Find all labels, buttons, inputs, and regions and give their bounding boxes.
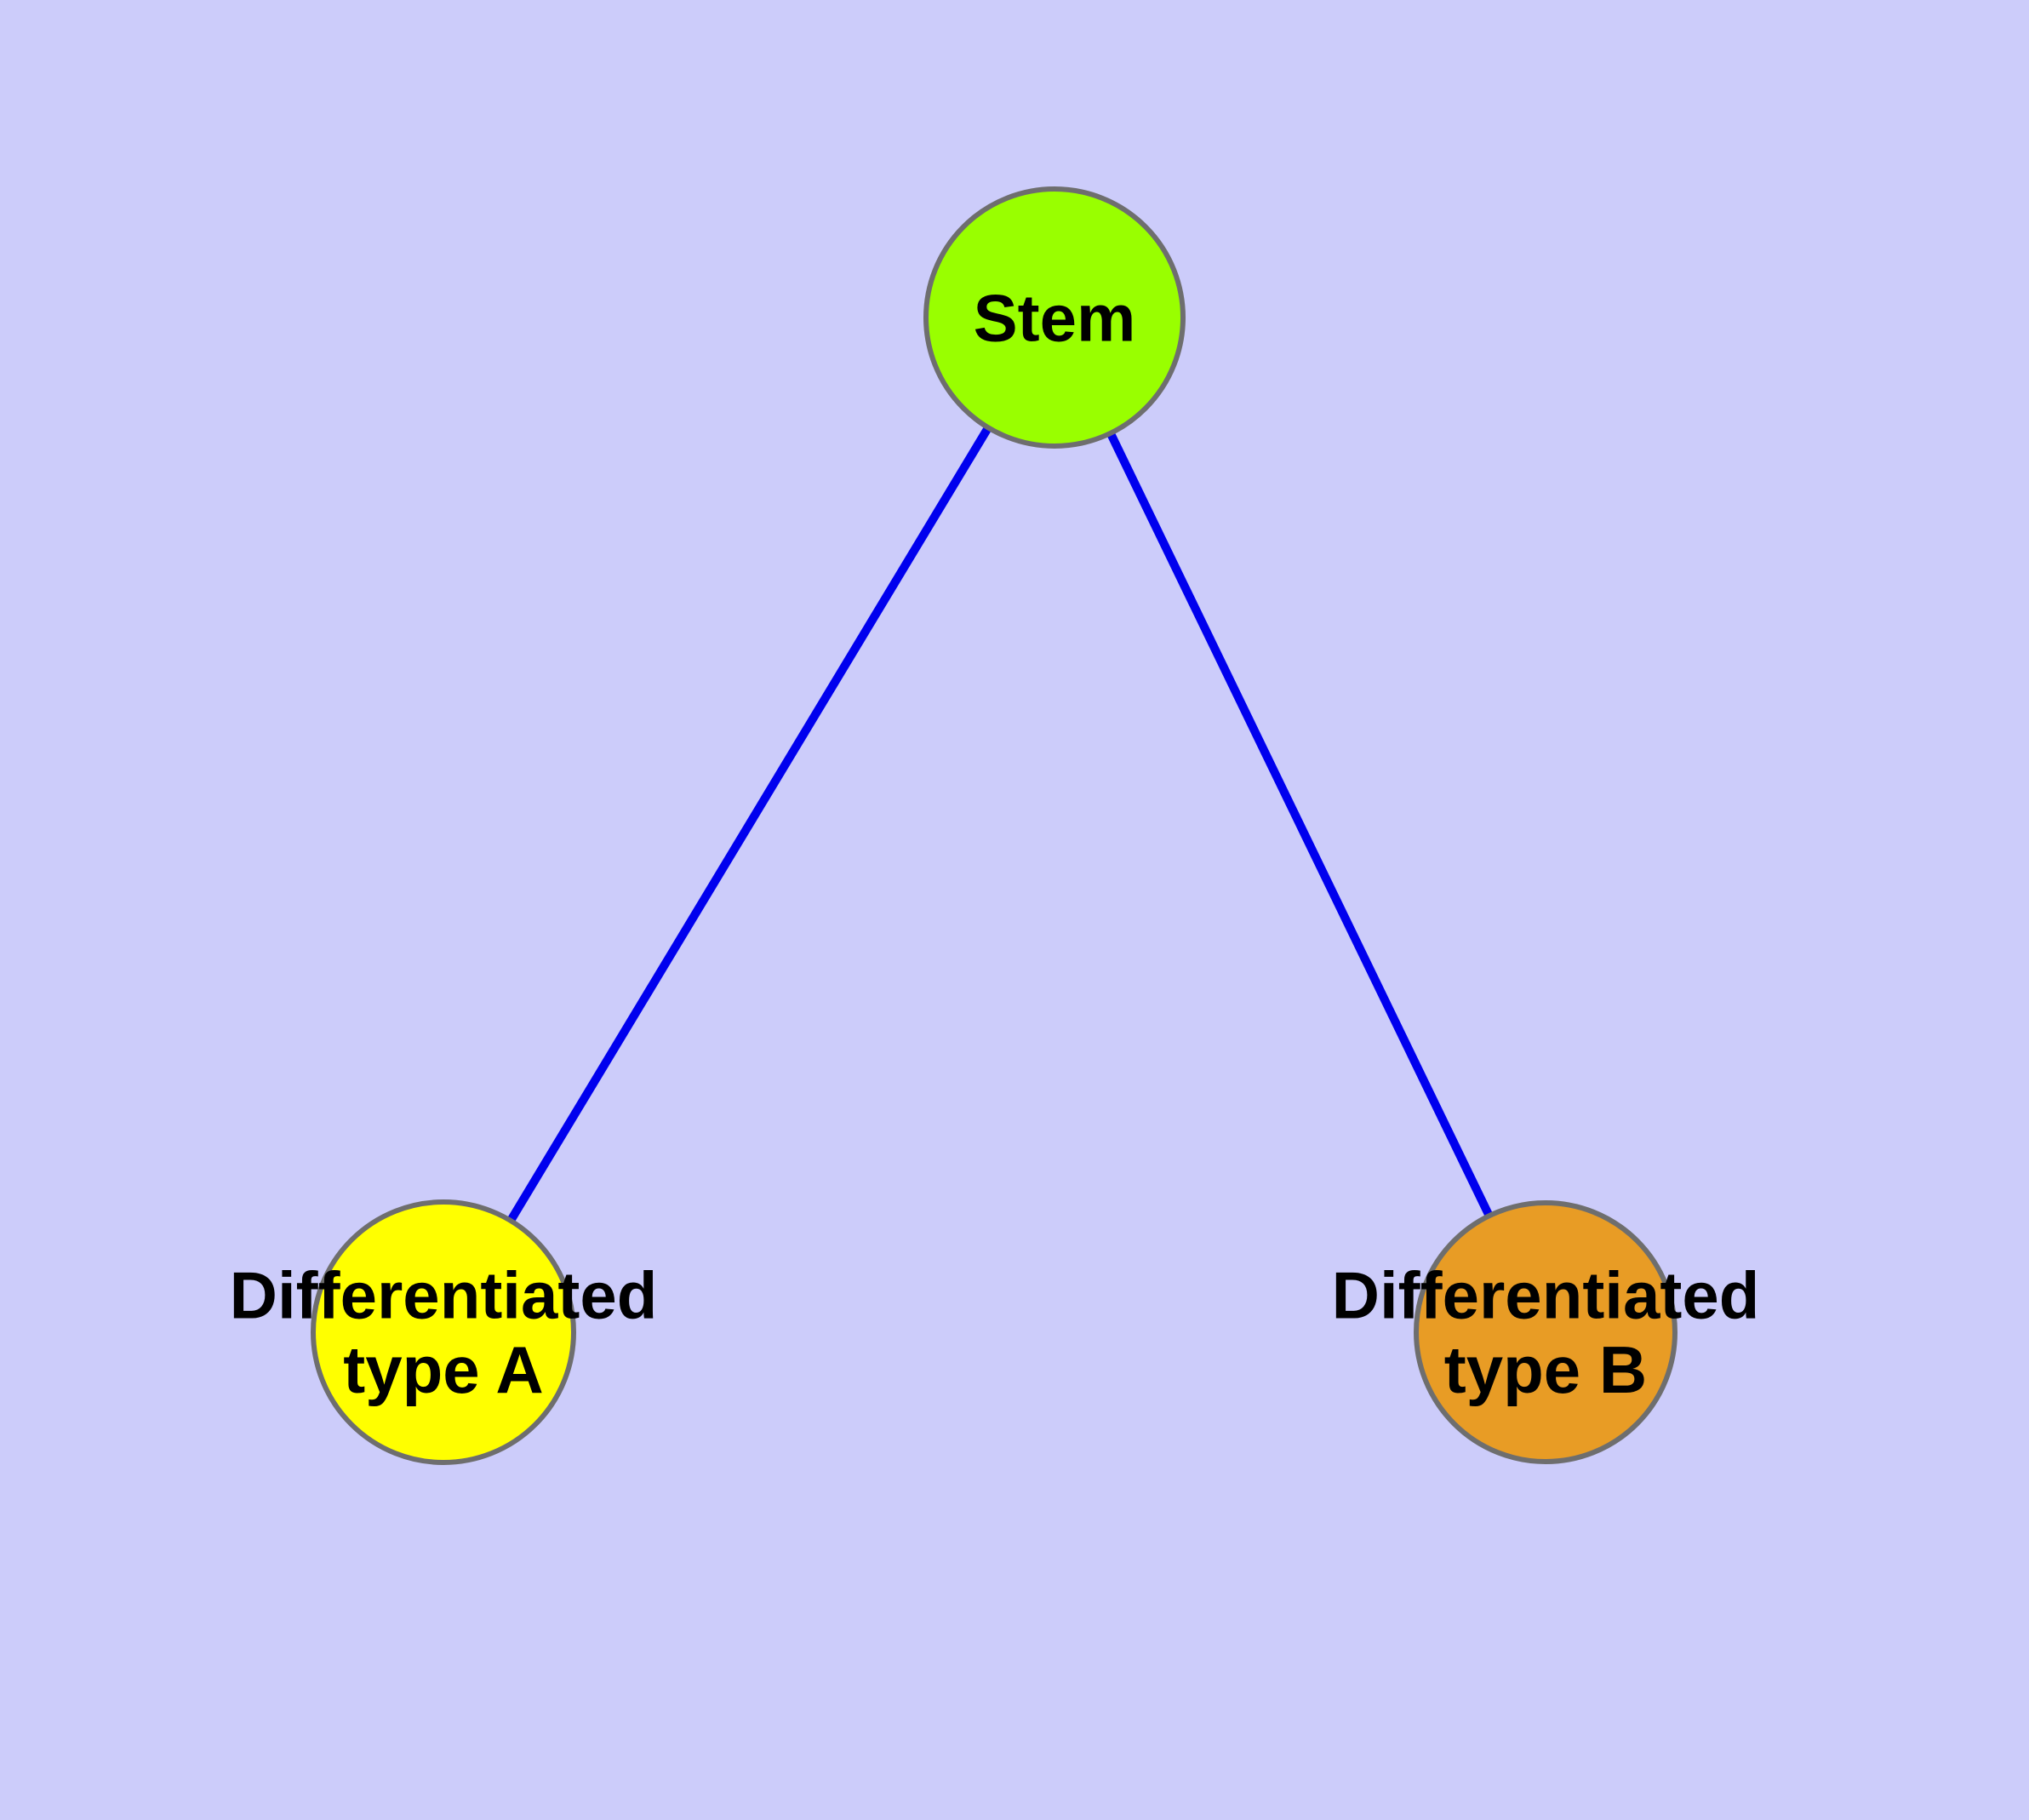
edge-stem-a xyxy=(506,425,992,1223)
edge-layer xyxy=(506,425,1494,1223)
node-label-line: Differentiated xyxy=(1332,1258,1760,1333)
node-label-line: type A xyxy=(343,1332,544,1407)
node-label-line: Stem xyxy=(974,280,1136,355)
node-label-stem: Stem xyxy=(974,280,1136,355)
edge-stem-b xyxy=(1106,431,1494,1218)
node-label-line: type B xyxy=(1444,1332,1647,1407)
node-label-line: Differentiated xyxy=(230,1258,658,1333)
node-layer xyxy=(311,186,1677,1465)
node-diff_b[interactable] xyxy=(1414,1200,1677,1464)
node-stem[interactable] xyxy=(923,186,1186,449)
node-diff_a[interactable] xyxy=(311,1199,576,1465)
